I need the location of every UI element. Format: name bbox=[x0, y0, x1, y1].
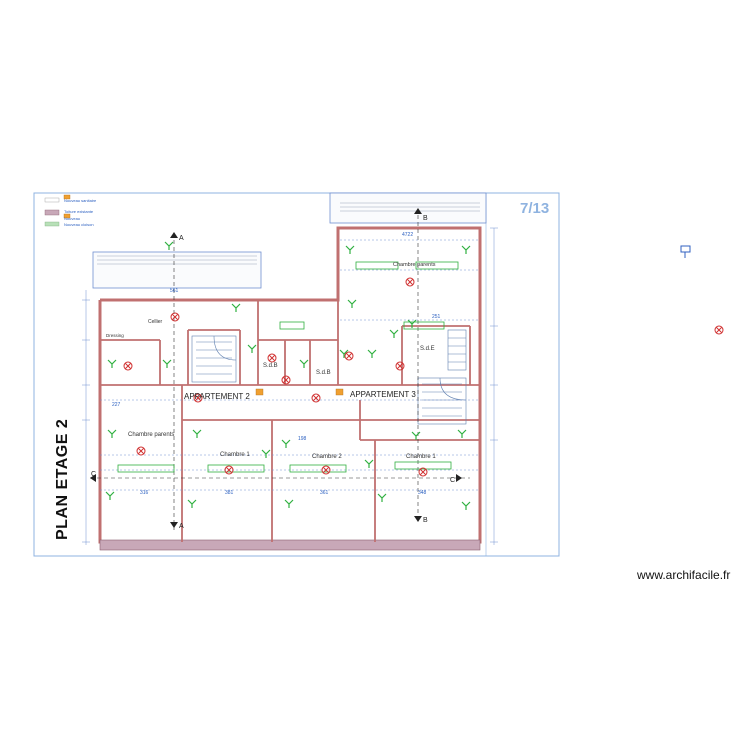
legend-label-2: Toiture existante bbox=[64, 209, 94, 214]
label-apartment-3: APPARTEMENT 3 bbox=[350, 390, 416, 399]
roof-hatch-left bbox=[97, 255, 257, 265]
interior-walls bbox=[100, 228, 480, 542]
legend-swatches bbox=[44, 197, 60, 227]
dimension-chain-right bbox=[490, 227, 498, 545]
roof-hatch-right bbox=[340, 202, 480, 212]
label-chambre-1-right: Chambre 1 bbox=[406, 454, 436, 460]
dim-8: 4722 bbox=[402, 232, 413, 238]
roof-strip-right bbox=[329, 192, 487, 224]
section-c-right: C bbox=[450, 477, 455, 484]
label-sdb-left: S.d.B bbox=[263, 363, 278, 369]
label-chambre-parents: Chambre parents bbox=[128, 432, 174, 438]
section-b-bottom: B bbox=[423, 517, 428, 524]
legend-label-3: Nouveau bbox=[64, 216, 80, 221]
dim-4: 361 bbox=[320, 490, 329, 496]
ceiling-lights bbox=[123, 277, 724, 477]
dim-9: 198 bbox=[298, 436, 307, 442]
dim-3: 381 bbox=[225, 490, 234, 496]
label-chambre-parents-2: Chambre parents bbox=[393, 262, 436, 268]
plan-title: PLAN ETAGE 2 bbox=[54, 418, 71, 540]
dim-6: 227 bbox=[112, 402, 121, 408]
dim-1: 561 bbox=[170, 288, 179, 294]
staircase-small bbox=[447, 329, 467, 371]
section-a-bottom: A bbox=[179, 523, 184, 530]
label-dressing: Dressing bbox=[106, 333, 124, 338]
dim-5: 348 bbox=[418, 490, 427, 496]
label-chambre-1-left: Chambre 1 bbox=[220, 452, 250, 458]
label-apartment-2: APPARTEMENT 2 bbox=[184, 392, 250, 401]
bottom-wall-band bbox=[99, 539, 481, 551]
page-number: 7/13 bbox=[520, 200, 550, 217]
dim-7: 251 bbox=[432, 314, 441, 320]
label-sdb-mid: S.d.B bbox=[316, 370, 331, 376]
frame-inner-right bbox=[485, 192, 560, 557]
section-c-left: C bbox=[91, 471, 96, 478]
electrical-lights bbox=[105, 241, 471, 510]
label-chambre-2: Chambre 2 bbox=[312, 454, 342, 460]
legend-label-1: Nouveau sanitaire bbox=[64, 198, 97, 203]
section-b-top: B bbox=[423, 215, 428, 222]
tap-icon bbox=[680, 245, 691, 258]
roof-strip-left bbox=[92, 251, 262, 289]
legend-label-4: Nouveau cloison bbox=[64, 222, 94, 227]
label-sde-right: S.d.E bbox=[420, 346, 435, 352]
section-arrows bbox=[90, 208, 462, 528]
electrical-outlets bbox=[117, 261, 459, 473]
staircase-left bbox=[191, 335, 237, 383]
section-a-top: A bbox=[179, 235, 184, 242]
dimension-chain-left bbox=[82, 290, 90, 545]
site-watermark: www.archifacile.fr bbox=[637, 568, 731, 582]
dim-2: 316 bbox=[140, 490, 149, 496]
sanitary-markers bbox=[63, 194, 344, 396]
label-cellier: Cellier bbox=[148, 319, 163, 325]
